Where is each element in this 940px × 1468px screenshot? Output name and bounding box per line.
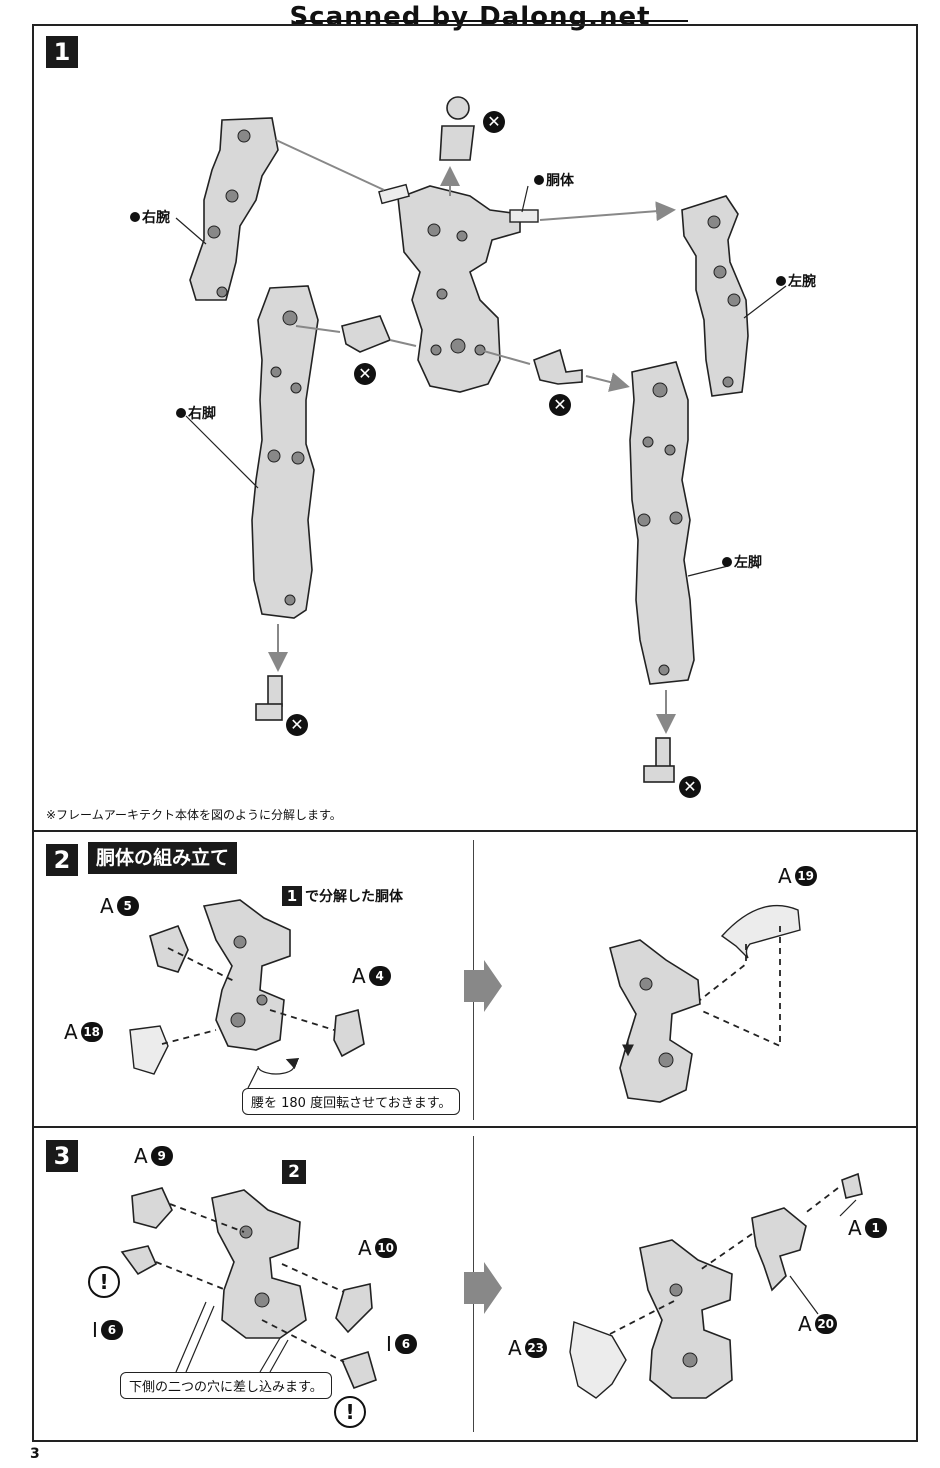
arrow-left-arm xyxy=(539,201,676,222)
left-foot-joint-part xyxy=(643,737,675,783)
arrow-hip-left xyxy=(479,349,531,365)
part-i6-right xyxy=(340,1350,377,1390)
part-a20 xyxy=(751,1207,807,1292)
scan-banner: Scanned by Dalong.net xyxy=(289,2,651,32)
head-connector-part xyxy=(439,96,475,161)
label-right-leg: 右脚 xyxy=(176,403,216,423)
banner-strike-line xyxy=(296,20,688,22)
label-dot-icon xyxy=(722,557,732,567)
step1-note: ※フレームアーキテクト本体を図のように分解します。 xyxy=(46,808,342,822)
caution-icon: ! xyxy=(88,1266,120,1298)
part-a18 xyxy=(129,1025,169,1075)
part-a23 xyxy=(569,1321,627,1399)
torso-part xyxy=(378,183,539,393)
step2-flow-arrow xyxy=(464,960,502,1012)
label-torso: 胴体 xyxy=(534,170,574,190)
arrow-left-leg xyxy=(585,372,630,392)
label-left-leg: 左脚 xyxy=(722,552,762,572)
label-dot-icon xyxy=(534,175,544,185)
step1-badge: 1 xyxy=(46,36,78,68)
part-a4 xyxy=(333,1008,365,1058)
remove-mark-icon: ✕ xyxy=(679,776,701,798)
left-leg-part xyxy=(629,361,695,685)
left-arm-part xyxy=(681,195,749,397)
rotate-arrow xyxy=(257,1057,300,1075)
step3-badge: 3 xyxy=(46,1140,78,1172)
part-a1 xyxy=(841,1172,863,1199)
step2-torso-left xyxy=(202,899,291,1051)
hip-joint-right-part xyxy=(341,315,392,353)
remove-mark-icon: ✕ xyxy=(483,111,505,133)
step2-torso-right xyxy=(609,939,701,1103)
part-a9 xyxy=(131,1187,173,1229)
arrow-right-leg xyxy=(295,325,341,333)
step3-torso-right xyxy=(639,1239,733,1399)
remove-mark-icon: ✕ xyxy=(549,394,571,416)
step2-title: 胴体の組み立て xyxy=(88,842,238,874)
label-dot-icon xyxy=(776,276,786,286)
right-arm-part xyxy=(189,117,279,301)
remove-mark-icon: ✕ xyxy=(286,714,308,736)
right-leg-part xyxy=(251,285,319,619)
part-i6-left xyxy=(120,1245,158,1276)
part-a19 xyxy=(720,904,801,959)
step2-badge: 2 xyxy=(46,844,78,876)
page-number: 3 xyxy=(30,1446,40,1462)
caution-icon: ! xyxy=(334,1396,366,1428)
label-dot-icon xyxy=(130,212,140,222)
step3-torso-left xyxy=(211,1189,307,1339)
remove-mark-icon: ✕ xyxy=(354,363,376,385)
label-right-arm: 右腕 xyxy=(130,207,170,227)
part-a10 xyxy=(335,1283,373,1334)
step3-panel xyxy=(32,1126,918,1442)
label-left-arm: 左腕 xyxy=(776,271,816,291)
arrow-right-arm xyxy=(275,139,385,191)
step3-callout: 下側の二つの穴に差し込みます。 xyxy=(120,1372,332,1399)
step3-flow-arrow xyxy=(464,1262,502,1314)
label-dot-icon xyxy=(176,408,186,418)
arrow-hip-right xyxy=(389,339,417,347)
step2-callout: 腰を 180 度回転させておきます。 xyxy=(242,1088,461,1115)
step3-reference-badge: 2 xyxy=(282,1160,306,1184)
hip-joint-left-part xyxy=(533,348,583,385)
right-foot-joint-part xyxy=(255,675,283,721)
